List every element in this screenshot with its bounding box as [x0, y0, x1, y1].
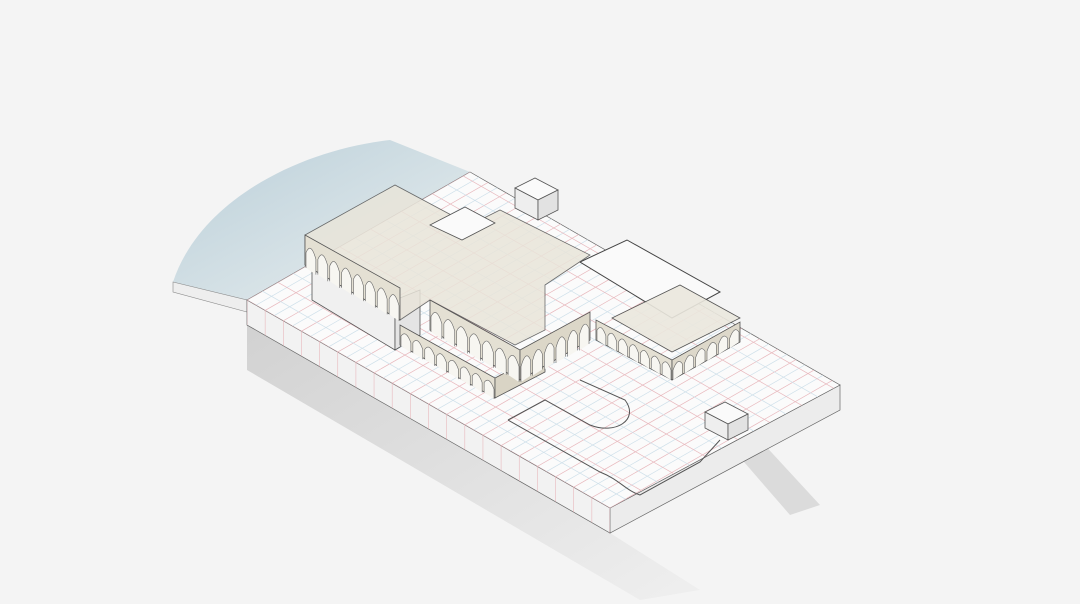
grid-line	[538, 261, 840, 508]
grid-line	[247, 261, 678, 508]
arch	[388, 294, 400, 321]
arch	[607, 332, 618, 352]
arch	[482, 340, 494, 368]
small-box-east	[704, 401, 749, 441]
walkway-outline	[507, 379, 631, 429]
arch	[305, 247, 317, 275]
arch	[436, 353, 447, 373]
arch	[471, 373, 483, 393]
arch	[579, 323, 590, 351]
arch	[412, 340, 424, 360]
grid-line	[247, 270, 662, 508]
grid-line	[492, 235, 840, 493]
arch	[520, 355, 531, 382]
arch	[365, 281, 376, 308]
arch	[544, 342, 555, 370]
arch	[567, 330, 578, 357]
arch	[400, 333, 412, 353]
grid-line	[247, 172, 667, 337]
arch	[695, 348, 706, 368]
ramp-outline	[507, 419, 721, 496]
arch	[532, 349, 543, 376]
water-area	[173, 140, 470, 300]
grid-line	[556, 272, 840, 508]
arch	[353, 274, 364, 302]
platform-shadow	[247, 325, 700, 600]
small-box-north	[514, 177, 559, 221]
arch	[329, 261, 340, 288]
grid-line	[565, 277, 840, 508]
arch	[448, 360, 459, 380]
grid-line	[247, 172, 658, 332]
arch	[661, 361, 672, 380]
arch	[460, 366, 471, 386]
grid-line	[519, 251, 840, 508]
arch	[672, 361, 683, 380]
grid-line	[510, 246, 840, 503]
arch	[618, 338, 628, 358]
main-colonnade	[304, 184, 591, 399]
arch	[640, 350, 650, 369]
arch	[706, 342, 717, 361]
grid-line	[547, 266, 840, 508]
arch	[650, 355, 661, 375]
arch	[443, 319, 456, 347]
arch	[629, 344, 639, 363]
east-pavilion	[578, 239, 741, 381]
front-grid	[247, 300, 610, 533]
arch	[430, 312, 443, 340]
grid-line	[611, 172, 840, 299]
grid-line	[501, 240, 840, 498]
grid-line	[528, 256, 840, 508]
arch	[555, 336, 566, 363]
arch	[456, 326, 468, 354]
arch	[317, 254, 329, 282]
arch	[684, 354, 694, 374]
arch	[718, 335, 728, 355]
arch	[483, 379, 495, 399]
arch	[469, 333, 481, 361]
arch	[507, 354, 520, 382]
arch	[596, 327, 607, 346]
grid-line	[247, 172, 649, 326]
arch	[424, 346, 435, 366]
arch	[376, 287, 388, 315]
arch	[341, 267, 352, 295]
arch	[729, 329, 740, 349]
arch	[494, 347, 507, 375]
